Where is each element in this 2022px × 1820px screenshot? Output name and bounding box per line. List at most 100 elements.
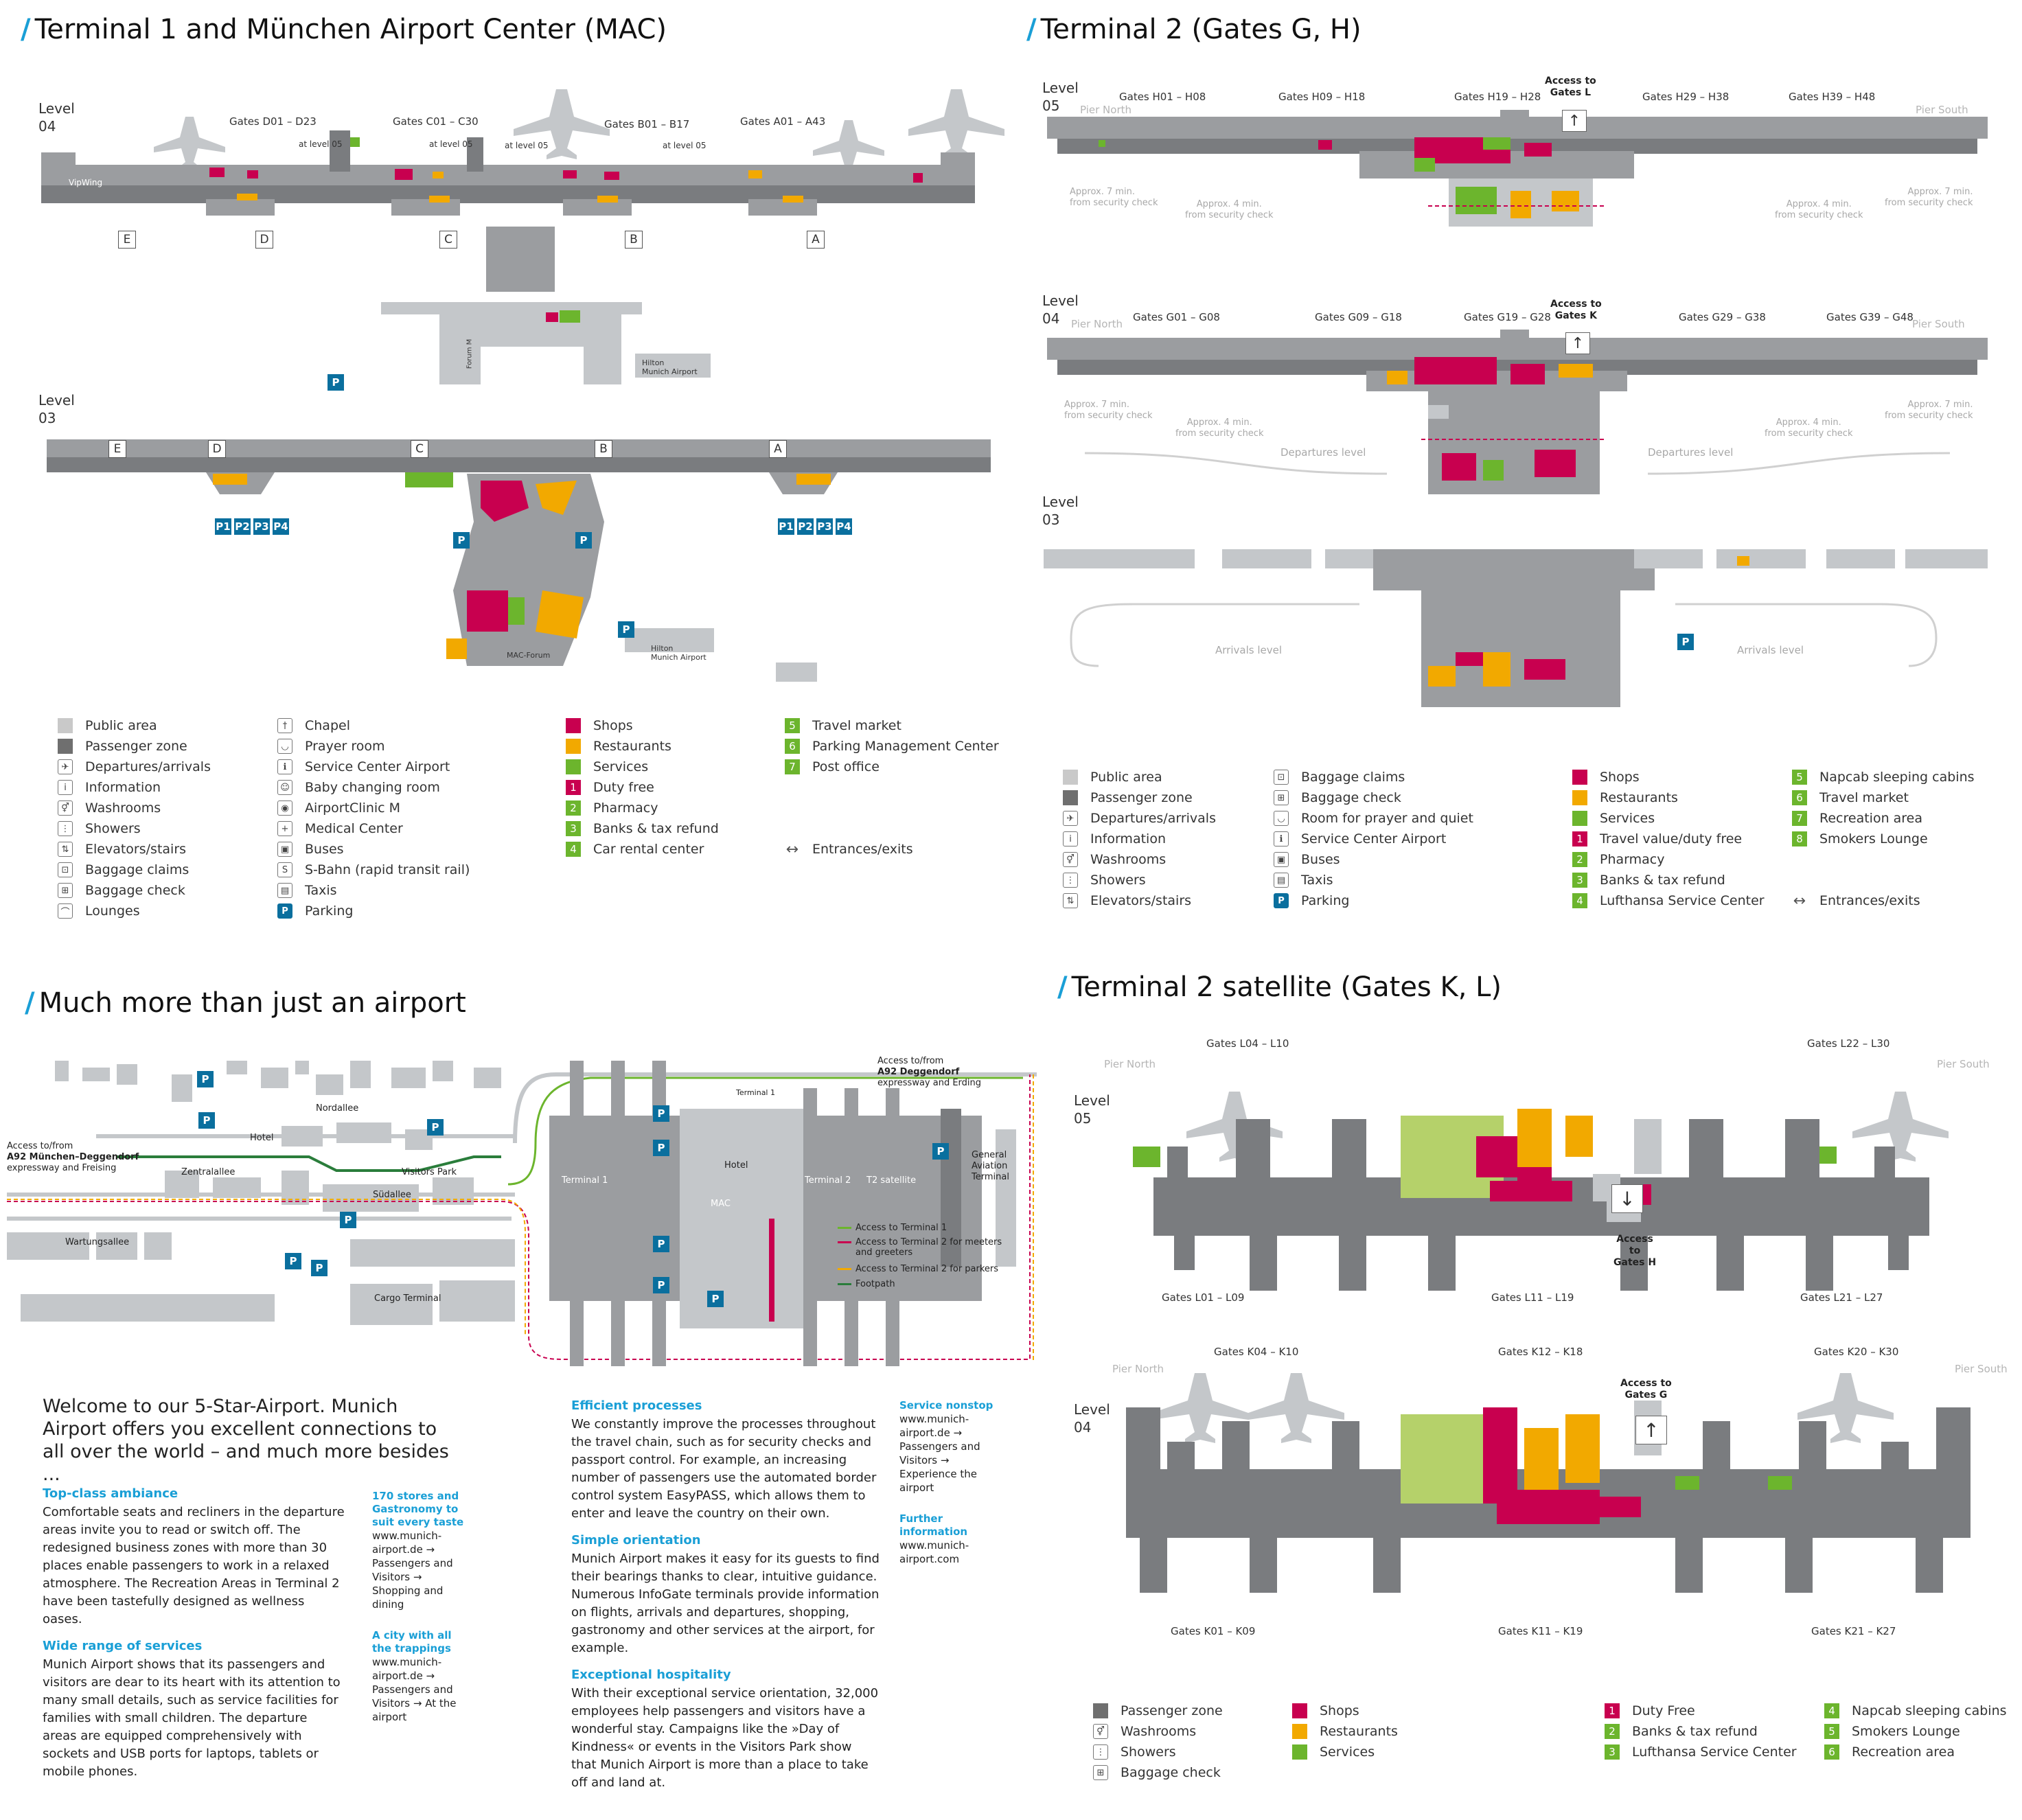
gates-b-label: Gates B01 – B17 xyxy=(604,118,690,130)
gates-k20-label: Gates K20 – K30 xyxy=(1814,1346,1899,1358)
gates-g29-label: Gates G29 – G38 xyxy=(1679,311,1766,323)
route-label: Access to Terminal 2 for meeters and gre… xyxy=(855,1237,1002,1258)
gates-k01-label: Gates K01 – K09 xyxy=(1171,1625,1256,1637)
legend-item: Shops xyxy=(1572,769,1765,785)
legend-label: Showers xyxy=(1090,873,1146,888)
side-link[interactable]: www.munich-airport.com xyxy=(899,1539,969,1565)
legend-icon: ↔ xyxy=(1792,892,1807,910)
legend-swatch: 3 xyxy=(1572,873,1587,888)
legend-icon: i xyxy=(58,780,73,795)
mac-overview-label: MAC xyxy=(711,1199,731,1209)
parking-icon: P xyxy=(1677,634,1694,650)
satellite-level05 xyxy=(1133,1109,1929,1291)
terminal2-level05 xyxy=(1047,110,1988,227)
text-paragraph: We constantly improve the processes thro… xyxy=(571,1417,877,1521)
t2-level05-label: Level 05 xyxy=(1042,80,1079,114)
legend-item: ▤Taxis xyxy=(1274,872,1473,888)
legend-icon: ⋮ xyxy=(58,821,73,836)
legend-icon: † xyxy=(277,718,292,733)
gate-e-marker-l03: E xyxy=(108,440,126,458)
t2-level03-label: Level 03 xyxy=(1042,494,1079,528)
parking-icon: P xyxy=(653,1105,669,1122)
route-swatch xyxy=(838,1241,851,1243)
section-title-terminal1: /Terminal 1 and München Airport Center (… xyxy=(21,14,667,45)
legend-swatch xyxy=(1292,1724,1307,1739)
parking-icon: P4 xyxy=(836,518,852,535)
terminal2-overview-label: Terminal 2 xyxy=(805,1175,851,1186)
sat-level05-label: Level 05 xyxy=(1074,1092,1110,1127)
legend-label: Buses xyxy=(305,842,344,857)
legend-label: Prayer room xyxy=(305,739,385,754)
legend-swatch xyxy=(1292,1703,1307,1718)
route-swatch xyxy=(838,1226,851,1229)
access-from-east-label: Access to/from xyxy=(877,1056,944,1066)
parking-icon: P xyxy=(653,1277,669,1293)
parking-icon: P xyxy=(575,532,592,549)
legend-item: Restaurants xyxy=(1292,1723,1398,1740)
gates-k04-label: Gates K04 – K10 xyxy=(1214,1346,1299,1358)
legend-item: ⋮Showers xyxy=(1093,1744,1223,1760)
text-paragraph: Comfortable seats and recliners in the d… xyxy=(43,1505,345,1626)
legend-label: Public area xyxy=(1090,770,1162,785)
legend-label: Smokers Lounge xyxy=(1819,831,1928,846)
legend-label: Chapel xyxy=(305,718,350,733)
legend-swatch xyxy=(1063,770,1078,785)
legend-item: ◉AirportClinic M xyxy=(277,800,470,816)
legend-icon: ✈ xyxy=(1063,811,1078,826)
parking-icon: P2 xyxy=(234,518,251,535)
side-link[interactable]: www.munich-airport.de → Passengers and V… xyxy=(372,1530,453,1611)
pier-north-label-l04: Pier North xyxy=(1071,318,1123,330)
t2-legend-col2: ⊡Baggage claims⊞Baggage check◡Room for p… xyxy=(1274,769,1473,909)
text-heading: Simple orientation xyxy=(571,1533,701,1547)
side-link[interactable]: www.munich-airport.de → Passengers and V… xyxy=(372,1656,457,1723)
legend-swatch: 1 xyxy=(1572,831,1587,846)
section-title-satellite: /Terminal 2 satellite (Gates K, L) xyxy=(1057,971,1502,1003)
airplane-icon xyxy=(1152,1092,1949,1443)
parking-icon: P3 xyxy=(816,518,833,535)
parking-icon: P xyxy=(328,374,344,391)
side-link[interactable]: www.munich-airport.de → Passengers and V… xyxy=(899,1413,980,1494)
legend-item: ▣Buses xyxy=(277,841,470,857)
legend-label: Departures/arrivals xyxy=(85,759,211,774)
access-gates-g-label: Access to Gates G xyxy=(1620,1378,1672,1401)
text-column-2: Efficient processes We constantly improv… xyxy=(571,1388,880,1792)
departures-level-label: Departures level xyxy=(1280,446,1366,459)
a92-east-label2: expressway and Erding xyxy=(877,1078,982,1088)
parking-icon: P xyxy=(311,1260,328,1276)
legend-label: Banks & tax refund xyxy=(593,821,719,836)
legend-swatch: 2 xyxy=(566,800,581,816)
departures-level-label: Departures level xyxy=(1648,446,1734,459)
section-title-terminal2: /Terminal 2 (Gates G, H) xyxy=(1026,14,1362,45)
legend-item: ✈Departures/arrivals xyxy=(1063,810,1216,827)
legend-icon: ◡ xyxy=(1274,811,1289,826)
gates-h29-label: Gates H29 – H38 xyxy=(1642,91,1730,103)
legend-label: Information xyxy=(85,780,161,795)
terminal1-level03-pier xyxy=(47,439,991,682)
gate-b-marker-l03: B xyxy=(595,440,612,458)
legend-label: Duty free xyxy=(593,780,654,795)
legend-item: i Information xyxy=(58,779,211,796)
legend-icon: ◉ xyxy=(277,800,292,816)
legend-icon: ⊞ xyxy=(1093,1765,1108,1780)
parking-icon: P xyxy=(198,1112,215,1129)
legend-label: Baby changing room xyxy=(305,780,440,795)
parking-icon: P xyxy=(653,1236,669,1252)
legend-item: ⊞Baggage check xyxy=(1093,1764,1223,1781)
arrow-up-icon: ↑ xyxy=(1635,1416,1667,1444)
t1-level03-label: Level 03 xyxy=(38,392,75,426)
legend-label: Showers xyxy=(1121,1744,1176,1760)
mac-forum-label: MAC-Forum xyxy=(507,651,551,660)
legend-item: ⚥Washrooms xyxy=(58,800,211,816)
legend-swatch: 2 xyxy=(1605,1724,1620,1739)
legend-icon: ▤ xyxy=(1274,873,1289,888)
parking-icon: P xyxy=(197,1071,214,1087)
